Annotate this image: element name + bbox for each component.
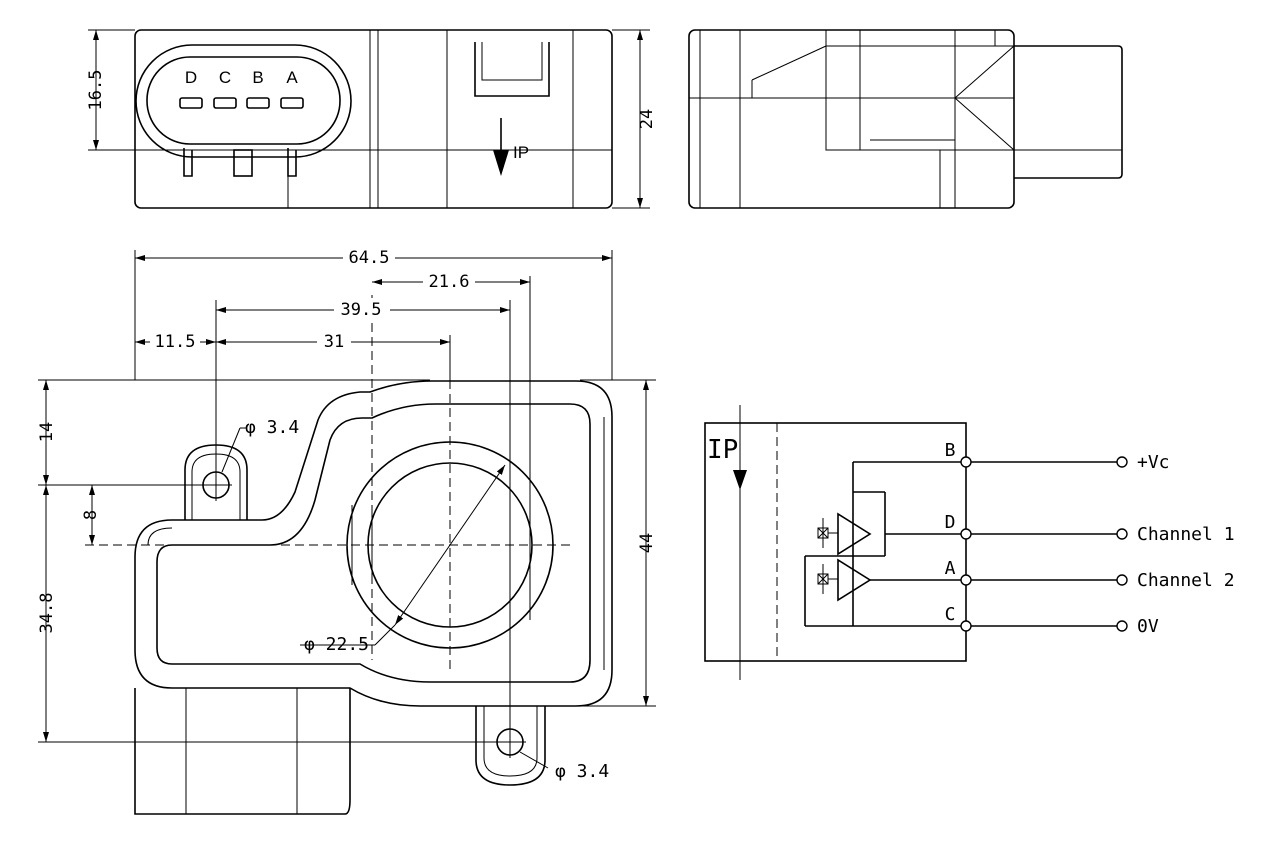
dim-hole-to-bottom-hole: 34.8	[37, 593, 57, 634]
connector-tab	[233, 149, 253, 177]
dim-hole-to-hole: 39.5	[341, 300, 382, 320]
body-outline	[134, 380, 613, 707]
schematic-pin-c: C	[945, 604, 956, 625]
schematic-pin-a: A	[945, 558, 956, 579]
pin-label-d: D	[185, 68, 197, 87]
latch	[474, 42, 550, 97]
dim-hole-diameter-bottom: φ 3.4	[555, 761, 609, 782]
connector-leg-left	[183, 148, 193, 177]
current-arrow-icon	[493, 150, 509, 176]
schematic-ip-label: IP	[707, 435, 738, 465]
terminal-channel2	[1116, 574, 1128, 586]
dim-hole-to-center: 31	[324, 332, 344, 352]
schematic-pin-b: B	[945, 440, 956, 461]
dim-left-to-hole: 11.5	[155, 332, 196, 352]
body-inner-outline	[156, 403, 591, 683]
schematic: IP B D A C	[704, 405, 1235, 680]
terminal-channel1	[1116, 528, 1128, 540]
schematic-pin-d: D	[945, 512, 956, 533]
signal-channel2: Channel 2	[1137, 570, 1235, 591]
dim-hole-to-right-edge: 21.6	[429, 272, 470, 292]
dim-overall-length: 64.5	[349, 248, 390, 268]
dim-body-height: 44	[637, 533, 657, 553]
side-view	[688, 29, 1123, 209]
pin-label-c: C	[219, 68, 231, 87]
dim-connector-height: 16.5	[86, 70, 106, 111]
amplifier-channel1	[837, 512, 872, 556]
connector-leg-right	[287, 148, 297, 177]
pin-label-a: A	[286, 68, 298, 87]
amplifier-channel2	[837, 558, 872, 602]
connector-body	[134, 688, 351, 815]
signal-channel1: Channel 1	[1137, 524, 1235, 545]
dim-hole-offset: 8	[81, 510, 101, 520]
schematic-current-arrow-icon	[733, 470, 747, 490]
pin-label-b: B	[252, 68, 263, 87]
front-view: D C B A IP 16.5 24	[86, 29, 657, 209]
dim-aperture-diameter: φ 22.5	[304, 634, 369, 655]
connector-inner	[146, 56, 341, 145]
schematic-box	[704, 422, 967, 662]
top-view: φ 22.5 φ 3.4 φ 3.4 64.5 21.6 39.5 11.5 3…	[37, 246, 657, 815]
terminal-vc	[1116, 456, 1128, 468]
signal-0v: 0V	[1137, 616, 1159, 637]
dim-hole-diameter-top: φ 3.4	[245, 417, 299, 438]
dim-total-height: 24	[637, 109, 657, 129]
terminal-0v	[1116, 620, 1128, 632]
connector-outer	[135, 44, 352, 158]
current-arrow-label: IP	[513, 143, 529, 162]
signal-vc: +Vc	[1137, 452, 1170, 473]
dim-top-to-hole: 14	[37, 422, 57, 442]
connector-pin-slots	[179, 97, 304, 109]
mounting-ear-bottom	[475, 706, 546, 786]
